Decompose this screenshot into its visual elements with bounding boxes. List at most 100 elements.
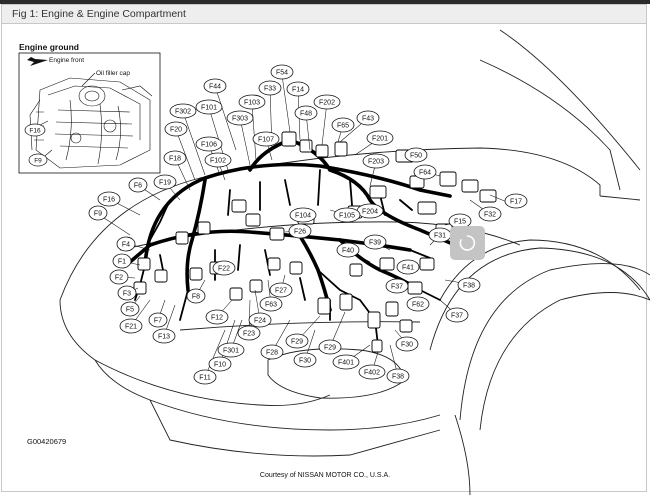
connector-label: F4 (116, 236, 136, 252)
connector-label-text: F63 (265, 302, 277, 309)
connector-label-text: F21 (125, 324, 137, 331)
connector-label-text: F18 (169, 156, 181, 163)
connector-label-text: F65 (337, 123, 349, 130)
connector-label-text: F4 (122, 242, 130, 249)
connector-label-text: F15 (454, 219, 466, 226)
harness-branches (134, 169, 441, 346)
connector-label: F38 (386, 368, 410, 384)
connector-label: F29 (285, 333, 309, 349)
connector-label-text: F41 (402, 265, 414, 272)
connector-label: F107 (252, 131, 280, 147)
connector-label-text: F43 (362, 116, 374, 123)
connector-label-text: F105 (339, 213, 355, 220)
engine-front-arrow-icon (27, 57, 48, 66)
connector-label-text: F303 (232, 116, 248, 123)
connector-label: F28 (260, 344, 284, 360)
inset-engine-front-label: Engine front (49, 57, 84, 64)
connector-label: F33 (258, 80, 282, 96)
connector-label: F43 (356, 110, 380, 126)
connector-label: F303 (226, 110, 254, 126)
connector-label: F20 (164, 121, 188, 137)
connector-label-text: F27 (275, 288, 287, 295)
connector-label-text: F29 (324, 345, 336, 352)
connector-label-text: F28 (266, 350, 278, 357)
connector-label-text: F20 (170, 127, 182, 134)
connector-label: F30 (293, 352, 317, 368)
connector-label-text: F30 (299, 358, 311, 365)
connector-label: F18 (163, 150, 187, 166)
connector-label-text: F12 (211, 315, 223, 322)
connector-label: F10 (208, 356, 232, 372)
engine-ground-inset: Engine ground Engine front Oil filler ca… (18, 42, 161, 174)
connector-label: F8 (186, 288, 206, 304)
title-bar: Fig 1: Engine & Engine Compartment (1, 4, 647, 24)
loading-spinner-button[interactable] (450, 226, 485, 260)
connector-label: F50 (404, 147, 428, 163)
connector-label-text: F17 (510, 199, 522, 206)
connector-label: F22 (212, 260, 236, 276)
connector-label-text: F6 (134, 183, 142, 190)
connector-label: F6 (128, 177, 148, 193)
connector-label-text: F64 (419, 170, 431, 177)
connector-label-text: F54 (276, 70, 288, 77)
connector-label-text: F33 (264, 86, 276, 93)
figure-panel (1, 24, 647, 492)
inset-label-f16: F16 (29, 128, 41, 135)
inset-oil-filler-label: Oil filler cap (96, 70, 130, 77)
connector-label-text: F62 (412, 302, 424, 309)
connector-label: F63 (259, 296, 283, 312)
connector-label: F17 (504, 193, 528, 209)
connector-label-text: F2 (115, 275, 123, 282)
connector-label-text: F104 (295, 213, 311, 220)
connector-label-text: F30 (401, 342, 413, 349)
connector-label-text: F31 (434, 233, 446, 240)
connector-label-text: F39 (369, 240, 381, 247)
connector-label: F105 (333, 207, 361, 223)
connector-label: F102 (204, 152, 232, 168)
top-bar (0, 0, 650, 4)
connector-label: F101 (195, 99, 223, 115)
connector-label: F302 (169, 103, 197, 119)
connector-label: F29 (318, 339, 342, 355)
connector-label: F19 (153, 174, 177, 190)
connector-label: F301 (217, 342, 245, 358)
connector-label: F23 (237, 325, 261, 341)
connector-label: F39 (363, 234, 387, 250)
connector-label: F2 (109, 269, 129, 285)
connector-label-text: F201 (372, 136, 388, 143)
connector-label: F54 (270, 64, 294, 80)
connector-label: F204 (356, 203, 384, 219)
connector-label-text: F202 (319, 100, 335, 107)
connector-label-text: F40 (342, 248, 354, 255)
connector-label: F32 (478, 206, 502, 222)
connector-label-text: F402 (364, 370, 380, 377)
connector-label: F3 (117, 285, 137, 301)
connector-label: F103 (238, 94, 266, 110)
connector-label-text: F8 (192, 294, 200, 301)
connector-label: F26 (288, 223, 312, 239)
connector-label-text: F10 (214, 362, 226, 369)
connector-label: F40 (336, 242, 360, 258)
connector-label-text: F204 (362, 209, 378, 216)
connector-label: F62 (406, 296, 430, 312)
connector-label-text: F38 (392, 374, 404, 381)
connector-label: F104 (289, 207, 317, 223)
connector-label-text: F3 (123, 291, 131, 298)
connector-label-text: F203 (368, 159, 384, 166)
connector-label: F12 (205, 309, 229, 325)
connector-label: F14 (286, 81, 310, 97)
connector-label-text: F48 (300, 111, 312, 118)
connector-label-text: F14 (292, 87, 304, 94)
connector-label: F106 (195, 136, 223, 152)
connector-label-text: F16 (103, 197, 115, 204)
connector-label: F37 (445, 307, 469, 323)
connector-label-text: F101 (201, 105, 217, 112)
loading-spinner-icon (459, 235, 476, 251)
connector-label-text: F11 (199, 375, 211, 382)
connector-label: F38 (457, 277, 481, 293)
connector-label-text: F26 (294, 229, 306, 236)
connector-label-text: F401 (338, 360, 354, 367)
connector-label-text: F23 (243, 331, 255, 338)
connector-label: F37 (385, 278, 409, 294)
